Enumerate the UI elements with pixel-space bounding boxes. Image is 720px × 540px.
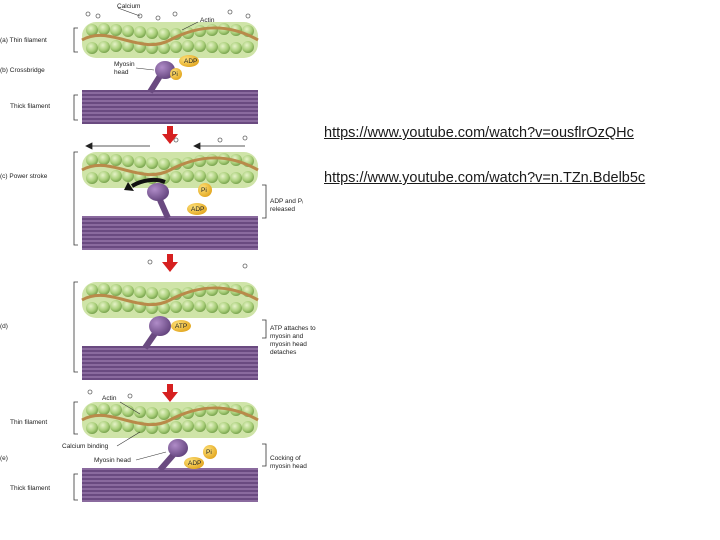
adp-bubble-c: ADP (187, 203, 207, 215)
svg-text:Pi: Pi (206, 449, 212, 456)
label-atp-note-4: detaches (270, 349, 297, 356)
label-power-stroke: (c) Power stroke (0, 173, 48, 180)
thin-filament-d (81, 282, 259, 318)
label-myosin-head-a-1: Myosin (114, 61, 135, 68)
svg-text:ADP: ADP (188, 460, 201, 467)
pi-bubble-a: Pi (170, 68, 182, 80)
label-actin: Actin (200, 17, 215, 24)
label-crossbridge: (b) Crossbridge (0, 67, 45, 74)
thick-filament-a (82, 90, 258, 124)
youtube-link-2[interactable]: https://www.youtube.com/watch?v=n.TZn.Bd… (324, 170, 646, 186)
cross-bridge-cycle-diagram: ADP Pi Pi ADP ATP Pi ADP Calcium Actin (… (0, 3, 316, 502)
pi-bubble-c: Pi (198, 183, 212, 197)
label-atp-note-2: myosin and (270, 333, 304, 340)
red-arrow-3 (162, 384, 178, 402)
red-arrow-2 (162, 254, 178, 272)
thin-filament-e (81, 402, 259, 438)
thin-filament-c (81, 152, 259, 188)
label-calcium-binding: Calcium binding (62, 443, 109, 450)
myosin-head-a (147, 61, 175, 94)
label-myosin-head-a-2: head (114, 69, 129, 76)
thick-filament-c (82, 216, 258, 250)
power-stroke-arrowhead-icon (124, 182, 134, 191)
myosin-head-d (142, 316, 171, 350)
myosin-head-c (147, 183, 171, 220)
svg-text:ADP: ADP (184, 58, 197, 65)
label-thick-filament-e: Thick filament (10, 485, 50, 492)
svg-text:ADP: ADP (191, 206, 204, 213)
label-myosin-head-e: Myosin head (94, 457, 131, 464)
label-released-2: released (270, 206, 295, 213)
youtube-link-1[interactable]: https://www.youtube.com/watch?v=ousflrOz… (324, 125, 634, 141)
svg-text:ATP: ATP (175, 323, 187, 330)
label-released-1: ADP and Pᵢ (270, 198, 303, 205)
label-calcium: Calcium (117, 3, 140, 10)
brackets (73, 27, 267, 501)
svg-text:Pi: Pi (201, 187, 207, 194)
atp-bubble-d: ATP (171, 320, 191, 332)
red-arrow-1 (162, 126, 178, 144)
label-thin-filament-e: Thin filament (10, 419, 47, 426)
adp-bubble-e: ADP (184, 457, 204, 469)
thick-filament-d (82, 346, 258, 380)
pi-bubble-e: Pi (203, 445, 217, 459)
calcium-ions (85, 9, 251, 399)
label-d: (d) (0, 323, 8, 330)
thick-filament-e (82, 468, 258, 502)
power-stroke-arrow-icon (130, 177, 166, 188)
leader-lines (116, 7, 199, 461)
label-actin-e: Actin (102, 395, 117, 402)
label-cocking-1: Cocking of (270, 455, 301, 462)
sliding-arrows (85, 142, 245, 150)
myosin-head-e (157, 439, 188, 472)
thin-filament-a (81, 22, 259, 58)
svg-text:Pi: Pi (172, 71, 178, 78)
adp-bubble-a: ADP (179, 55, 199, 67)
label-atp-note-3: myosin head (270, 341, 307, 348)
label-e: (e) (0, 455, 8, 462)
label-thin-filament-a: (a) Thin filament (0, 37, 47, 44)
label-atp-note-1: ATP attaches to (270, 325, 316, 332)
label-thick-filament-a: Thick filament (10, 103, 50, 110)
label-cocking-2: myosin head (270, 463, 307, 470)
